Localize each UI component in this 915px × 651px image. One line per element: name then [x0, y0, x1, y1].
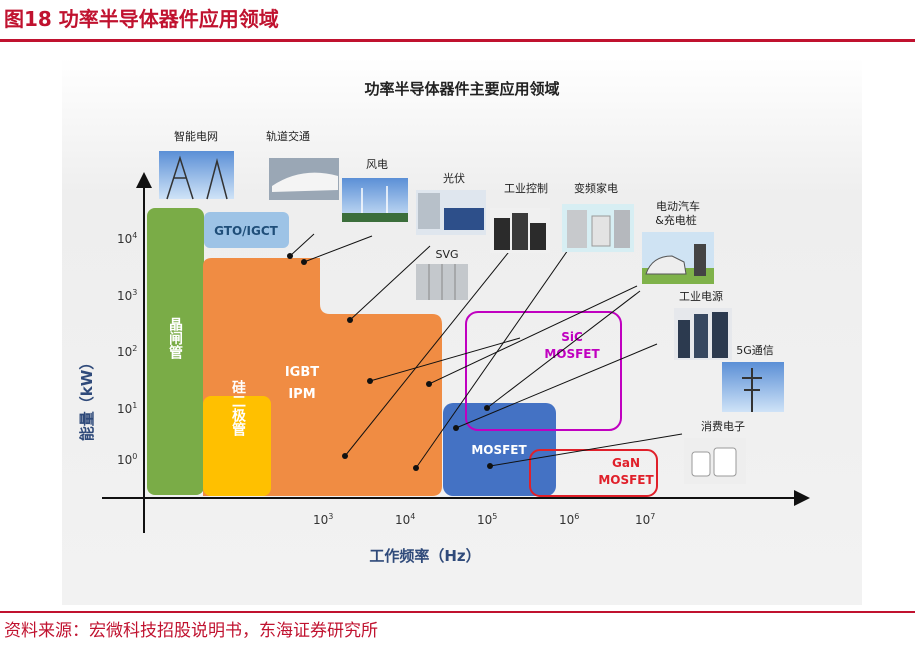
mosfet-label: MOSFET — [471, 443, 527, 457]
connector-industrial-control — [344, 247, 513, 457]
inverter-appliance-icon — [562, 204, 634, 252]
mosfet-region — [443, 403, 556, 496]
y-tick-label: 102 — [117, 344, 137, 359]
app-inverter-appliance-label: 变频家电 — [574, 181, 618, 195]
diagram-panel: 功率半导体器件主要应用领域 能量（kW） 工作频率（Hz） 104 103 10… — [62, 58, 862, 605]
app-industrial-control-label: 工业控制 — [504, 181, 548, 195]
connector-consumer — [489, 433, 683, 467]
sic-region — [465, 311, 622, 431]
app-smart-grid-label: 智能电网 — [174, 129, 218, 143]
connector-dot — [484, 405, 490, 411]
connector-dot — [453, 425, 459, 431]
connector-ev-1 — [428, 285, 638, 385]
industrial-power-icon — [674, 308, 732, 360]
y-axis-label: 能量（kW） — [78, 355, 96, 442]
app-rail-label: 轨道交通 — [266, 129, 310, 143]
source-note: 资料来源：宏微科技招股说明书，东海证券研究所 — [4, 621, 378, 641]
gto-label: GTO/IGCT — [214, 224, 279, 238]
gan-region — [529, 449, 658, 497]
smart-grid-icon — [159, 151, 234, 200]
connector-dot — [347, 317, 353, 323]
gto-region — [204, 212, 289, 248]
app-pv-label: 光伏 — [443, 171, 465, 185]
connector-pv — [349, 245, 431, 321]
connector-dot — [426, 381, 432, 387]
figure-header: 图18 功率半导体器件应用领域 — [4, 7, 279, 31]
connector-wind — [303, 235, 373, 263]
5g-tower-icon — [722, 362, 784, 412]
gan-label-2: MOSFET — [598, 473, 654, 487]
connector-dot — [301, 259, 307, 265]
x-tick-labels: 103 104 105 106 107 — [313, 512, 655, 527]
app-wind-label: 风电 — [366, 158, 388, 171]
x-axis-label: 工作频率（Hz） — [369, 547, 480, 565]
x-tick-label: 106 — [559, 512, 579, 527]
sic-label-2: MOSFET — [544, 347, 600, 361]
x-tick-label: 105 — [477, 512, 497, 527]
app-industrial-power-label: 工业电源 — [679, 289, 723, 303]
diode-label: 硅二极管 — [230, 379, 246, 436]
igbt-label-1: IGBT — [285, 365, 319, 380]
pv-icon — [416, 190, 486, 235]
header-rule — [0, 39, 915, 42]
igbt-label-2: IPM — [288, 387, 315, 402]
connector-ev-2 — [486, 290, 641, 409]
industrial-control-icon — [490, 208, 550, 253]
connector-lines — [289, 233, 683, 469]
y-tick-label: 104 — [117, 231, 137, 246]
app-svg-label: SVG — [435, 248, 458, 261]
y-tick-label: 101 — [117, 401, 137, 416]
connector-svg — [369, 337, 521, 382]
connector-dot — [287, 253, 293, 259]
y-tick-label: 100 — [117, 452, 137, 467]
connector-dot — [342, 453, 348, 459]
connector-dot — [413, 465, 419, 471]
consumer-electronics-icon — [684, 438, 746, 484]
svg-cabinet-icon — [416, 264, 468, 300]
thyristor-label: 晶闸管 — [167, 317, 183, 359]
rail-icon — [269, 158, 339, 200]
app-ev-label-1: 电动汽车 — [656, 199, 700, 213]
thyristor-region — [147, 208, 204, 495]
y-tick-labels: 104 103 102 101 100 — [117, 231, 137, 467]
connector-dots — [287, 253, 493, 471]
diode-region — [203, 396, 271, 496]
gan-label-1: GaN — [612, 456, 640, 470]
y-tick-label: 103 — [117, 288, 137, 303]
connector-industrial-power — [455, 343, 658, 429]
connector-dot — [367, 378, 373, 384]
sic-label-1: SiC — [561, 330, 583, 344]
connector-inverter — [415, 249, 569, 469]
diagram-title: 功率半导体器件主要应用领域 — [364, 80, 559, 98]
x-tick-label: 103 — [313, 512, 333, 527]
x-tick-label: 104 — [395, 512, 415, 527]
connector-dot — [487, 463, 493, 469]
app-consumer-label: 消费电子 — [701, 419, 745, 433]
footer-rule — [0, 611, 915, 613]
app-5g-label: 5G通信 — [736, 344, 774, 357]
wind-icon — [342, 178, 408, 222]
diagram-canvas: 功率半导体器件主要应用领域 能量（kW） 工作频率（Hz） 104 103 10… — [62, 58, 862, 605]
app-ev-label-2: &充电桩 — [655, 213, 697, 227]
connector-rail — [289, 233, 315, 257]
x-tick-label: 107 — [635, 512, 655, 527]
ev-charging-icon — [642, 232, 714, 284]
